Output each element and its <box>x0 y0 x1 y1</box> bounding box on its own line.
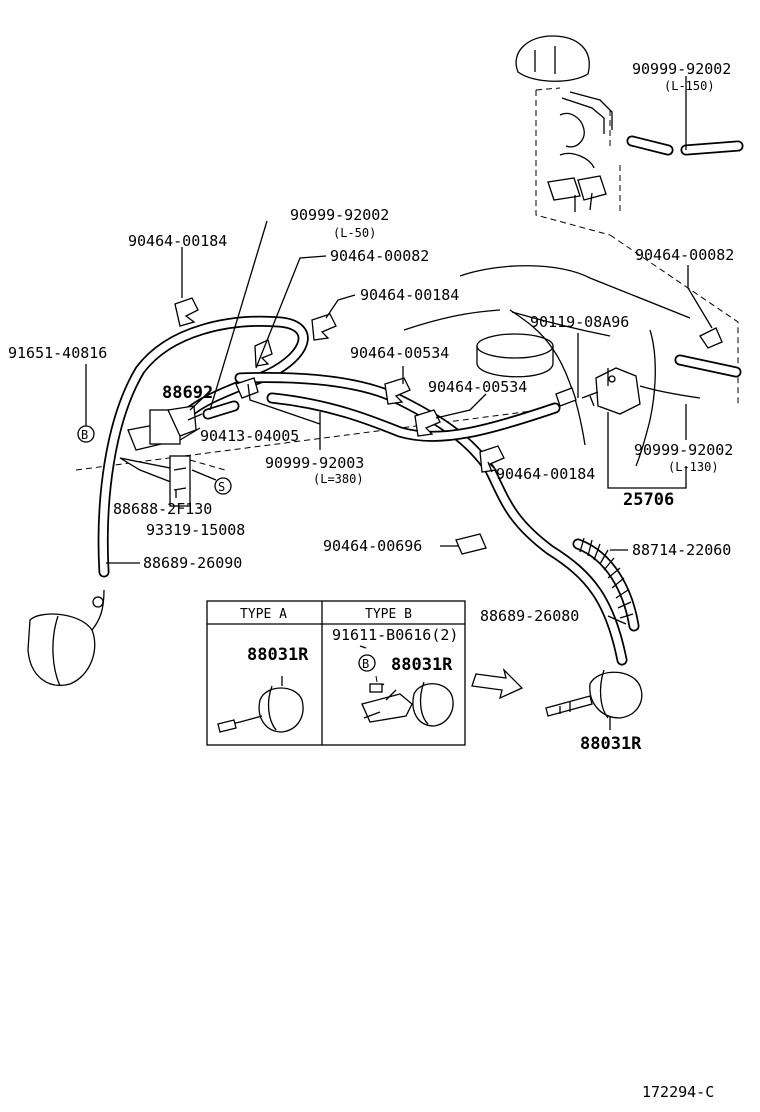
part-label: 88031R <box>247 645 309 665</box>
part-label: 90464-00184 <box>360 286 459 304</box>
length-label: (L-150) <box>664 79 715 93</box>
top-right-assembly <box>515 35 744 236</box>
part-label: 88689-26080 <box>480 607 579 625</box>
leader-lines <box>85 220 713 730</box>
marker-b-left: B <box>77 425 95 443</box>
part-label: 90999-92002 <box>290 206 389 224</box>
part-label: 88692 <box>162 383 213 403</box>
bracket-88688 <box>119 455 191 507</box>
part-labels: 90999-92002 (L-150) 90999-92002 (L-50) 9… <box>8 60 734 1101</box>
part-label: 90464-00082 <box>635 246 734 264</box>
part-label: 90119-08A96 <box>530 313 629 331</box>
part-label: 90999-92002 <box>634 441 733 459</box>
svg-text:B: B <box>81 428 88 442</box>
actuator-right <box>545 669 643 719</box>
part-label: 90464-00534 <box>350 344 449 362</box>
length-label: (L-130) <box>668 460 719 474</box>
type-table: TYPE A TYPE B <box>206 600 466 746</box>
part-label: 88031R <box>580 734 642 754</box>
part-label: 90999-92003 <box>265 454 364 472</box>
part-label: 90464-00184 <box>496 465 595 483</box>
part-label: 90464-00082 <box>330 247 429 265</box>
diagram-id: 172294-C <box>642 1083 714 1101</box>
part-label: 88031R <box>391 655 453 675</box>
marker-b-table: B <box>358 654 376 672</box>
type-b-label: TYPE B <box>365 607 412 622</box>
svg-text:B: B <box>362 657 369 671</box>
part-label: 25706 <box>623 490 674 510</box>
part-label: 90999-92002 <box>632 60 731 78</box>
svg-text:S: S <box>218 480 225 494</box>
direction-arrow <box>471 667 524 700</box>
vsv-25706 <box>555 367 641 415</box>
clips <box>174 297 723 555</box>
part-label: 90413-04005 <box>200 427 299 445</box>
part-label: 88689-26090 <box>143 554 242 572</box>
actuator-lower-left <box>27 589 105 687</box>
part-label: 91651-40816 <box>8 344 107 362</box>
corrugated-hose <box>572 537 640 632</box>
engine-outline <box>403 265 691 467</box>
part-label: 93319-15008 <box>146 521 245 539</box>
part-label: 90464-00534 <box>428 378 527 396</box>
type-a-label: TYPE A <box>240 607 287 622</box>
part-label: 91611-B0616(2) <box>332 626 458 644</box>
length-label: (L-50) <box>333 226 376 240</box>
vsv-88692 <box>127 405 203 451</box>
part-label: 88688-2F130 <box>113 500 212 518</box>
length-label: (L=380) <box>313 472 364 486</box>
part-label: 90464-00696 <box>323 537 422 555</box>
marker-s: S <box>214 477 232 495</box>
part-label: 88714-22060 <box>632 541 731 559</box>
part-label: 90464-00184 <box>128 232 227 250</box>
